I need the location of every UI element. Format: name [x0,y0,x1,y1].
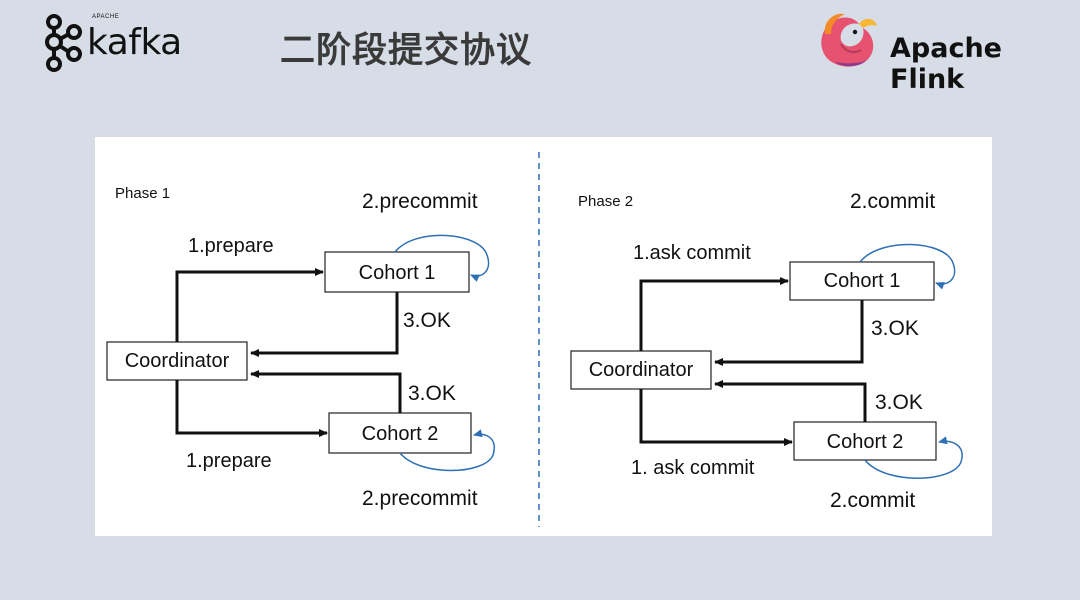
kafka-apache-label: APACHE [92,14,120,20]
slide-title: 二阶段提交协议 [280,31,533,71]
phase1-cohort2-label: Cohort 2 [362,423,439,445]
phase1-ok-arrow-top [250,292,399,357]
phase2-cohort1-label: Cohort 1 [824,270,901,292]
phase1-coordinator-box [106,341,248,381]
diagram-canvas: Phase 1 Coordinator Cohort 1 Cohort 2 2.… [106,152,963,527]
phase1-prepare-bottom-label: 1.prepare [186,450,272,472]
phase1-cohort2-box [328,412,472,454]
slide-header: APACHE kafka 二阶段提交协议 Apache Flink [0,0,1080,100]
phase2-cohort2-label: Cohort 2 [827,431,904,453]
phase1-ok-arrow-bottom [250,370,402,413]
phase2-commit-loop-top [859,243,956,290]
phase2-ok-top-label: 3.OK [871,317,919,340]
phase2-ok-arrow-bottom [714,380,867,422]
phase1-ok-bottom-label: 3.OK [408,382,456,405]
phase1-title: Phase 1 [115,185,170,202]
phase2-commit-bottom-label: 2.commit [830,489,915,512]
phase1-ok-top-label: 3.OK [403,309,451,332]
phase2-ask-top-label: 1.ask commit [633,242,751,264]
phase2-ok-arrow-top [714,300,864,366]
phase2-coordinator-label: Coordinator [589,359,694,381]
phase2-ask-bottom-label: 1. ask commit [631,457,755,479]
phase1-precommit-loop-bottom [399,429,495,472]
phase2-group: Phase 2 Coordinator Cohort 1 Cohort 2 2.… [570,190,963,512]
phase1-precommit-top-label: 2.precommit [362,190,478,213]
two-phase-commit-diagram: Phase 1 Coordinator Cohort 1 Cohort 2 2.… [95,137,992,536]
phase1-prepare-top-label: 1.prepare [188,235,274,257]
phase1-cohort1-label: Cohort 1 [359,262,436,284]
phase1-coordinator-label: Coordinator [125,350,230,372]
phase2-ask-arrow-bottom [639,389,793,446]
kafka-logo-icon [45,14,82,72]
phase1-precommit-loop-top [394,234,490,282]
phase2-commit-top-label: 2.commit [850,190,935,213]
phase1-group: Phase 1 Coordinator Cohort 1 Cohort 2 2.… [106,185,495,510]
phase1-prepare-arrow-bottom [175,380,328,437]
flink-wordmark: Apache Flink [890,33,1002,95]
phase2-commit-loop-bottom [864,436,963,479]
kafka-wordmark: kafka [87,22,182,63]
flink-squirrel-icon [821,13,877,67]
phase2-ok-bottom-label: 3.OK [875,391,923,414]
phase2-title: Phase 2 [578,193,633,210]
phase1-precommit-bottom-label: 2.precommit [362,487,478,510]
phase1-prepare-arrow-top [175,268,324,342]
phase2-ask-arrow-top [639,277,789,351]
